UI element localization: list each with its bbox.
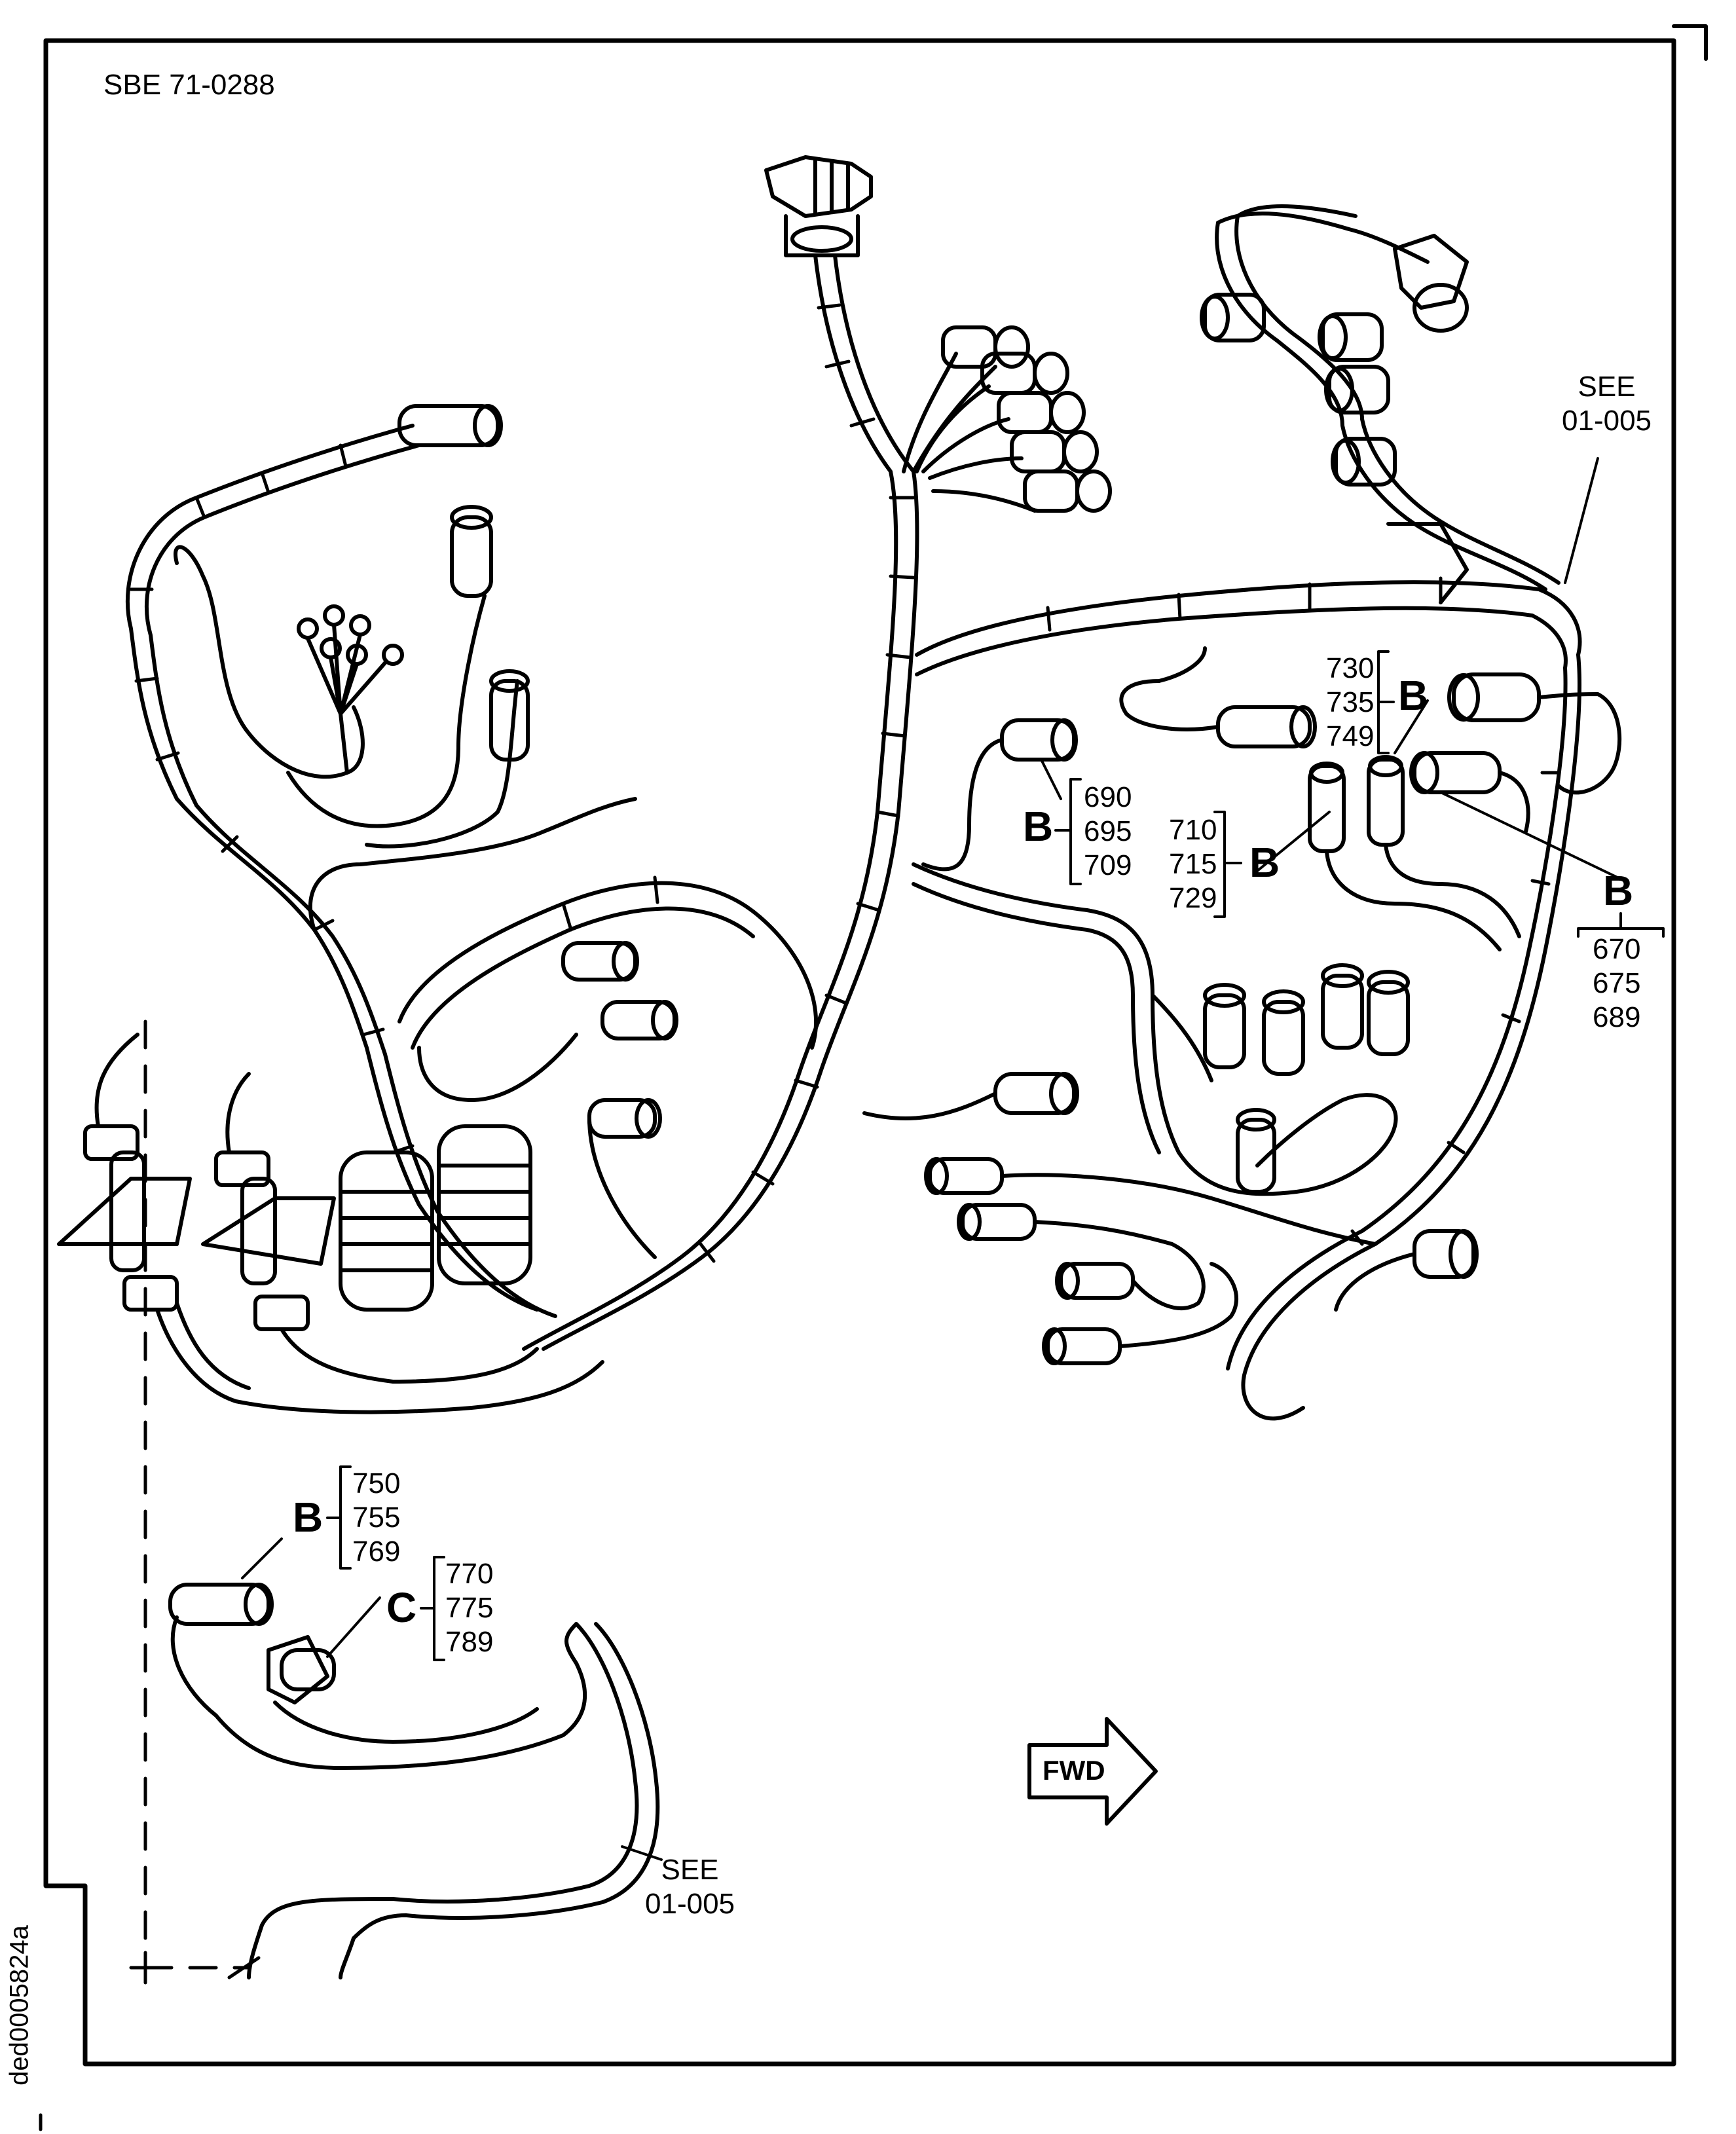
right-tape-bands: [1046, 576, 1561, 1246]
mount-bracket-left: [57, 1033, 336, 1331]
callout-key: C: [386, 1584, 417, 1631]
connector-cluster-mid-right: [862, 963, 1410, 1194]
see-reference-line2: 01-005: [645, 1888, 735, 1920]
connector-fan: [902, 325, 1112, 513]
callout-key: B: [293, 1494, 323, 1541]
callout-number: 709: [1084, 849, 1132, 881]
see-reference-lower: SEE 01-005: [645, 1853, 735, 1921]
see-reference-line1: SEE: [1578, 371, 1636, 403]
callout-brackets: [326, 650, 1665, 1661]
callout-number: 769: [352, 1536, 401, 1568]
see-reference-upper: SEE 01-005: [1562, 370, 1652, 438]
callout-number: 749: [1326, 720, 1375, 752]
callout-number: 729: [1169, 882, 1217, 914]
fwd-arrow: [1027, 1717, 1158, 1826]
connector-top-center: [764, 155, 873, 257]
callout-number: 730: [1326, 652, 1375, 684]
callout-number: 695: [1084, 815, 1132, 847]
datum-line: [143, 1020, 251, 1970]
callout-key: B: [1249, 839, 1280, 886]
harness-left: [125, 424, 819, 1318]
callout-number: 735: [1326, 686, 1375, 718]
leader-lines: [241, 457, 1619, 1861]
harness-trunk-center: [522, 253, 997, 1351]
page-frame: [39, 24, 1708, 2131]
callout-number: 670: [1593, 933, 1641, 965]
callout-number: 675: [1593, 967, 1641, 999]
see-reference-line2: 01-005: [1562, 405, 1652, 437]
callout-number: 690: [1084, 781, 1132, 813]
callout-number: 789: [445, 1626, 494, 1658]
callout-number: 710: [1169, 814, 1217, 846]
callout-number: 750: [352, 1467, 401, 1499]
callout-number: 715: [1169, 848, 1217, 880]
connector-group-lower-right: [924, 1157, 1479, 1365]
connector-large-left: [339, 1124, 532, 1312]
callout-number: 689: [1593, 1001, 1641, 1033]
callout-key: B: [1398, 672, 1429, 719]
sheet-title: SBE 71-0288: [103, 69, 275, 101]
connector-group-right: [921, 646, 1622, 951]
figure-id: ded0005824a: [5, 1925, 34, 2086]
left-tape-bands: [129, 443, 659, 1154]
fwd-label: FWD: [1043, 1755, 1105, 1786]
connector-group-left: [297, 404, 678, 1259]
connector-cluster-upper-right: [1200, 234, 1469, 604]
see-reference-line1: SEE: [661, 1854, 719, 1886]
callout-number: 755: [352, 1501, 401, 1534]
harness-lower-left: [155, 1301, 604, 1414]
callout-key: B: [1023, 803, 1054, 850]
datum-cross: [129, 1951, 261, 1985]
callout-key: B: [1603, 867, 1634, 914]
harness-bottom-left: [168, 1583, 660, 1979]
trunk-tape-bands: [699, 303, 915, 1263]
harness-mid-right: [912, 862, 1398, 1196]
callout-number: 770: [445, 1558, 494, 1590]
callout-number: 775: [445, 1592, 494, 1624]
